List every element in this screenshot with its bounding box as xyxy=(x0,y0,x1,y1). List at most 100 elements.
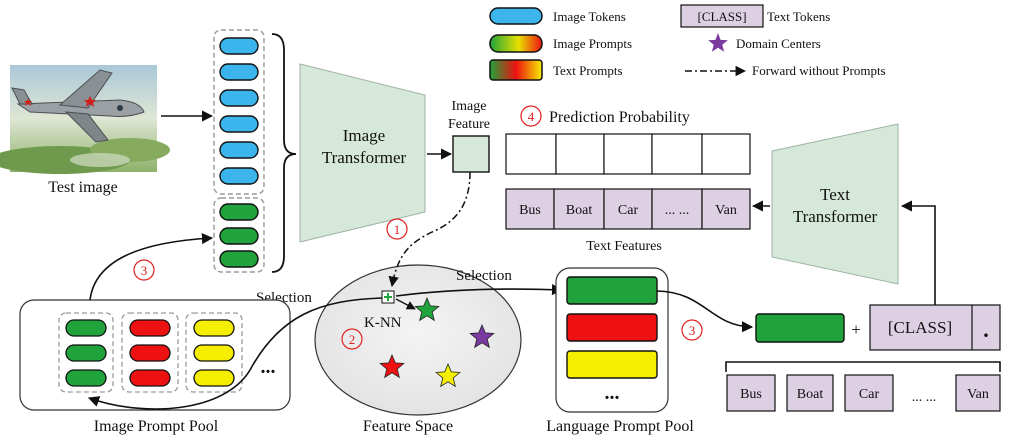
text-feature-cell xyxy=(505,188,555,230)
legend-image-prompt-swatch xyxy=(489,34,543,53)
class-token-dot: . xyxy=(983,317,989,342)
arrow-class-to-text-transformer xyxy=(900,200,936,305)
domain-center-star-icon xyxy=(708,33,728,52)
image-prompt-pool-label: Image Prompt Pool xyxy=(94,418,219,435)
text-feature-cell xyxy=(701,188,751,230)
legend-forward-label: Forward without Prompts xyxy=(752,63,886,78)
query-feature-icon xyxy=(381,290,395,304)
text-transformer-label-line1: Text xyxy=(820,185,850,204)
class-word-box xyxy=(955,374,1001,412)
class-word-bus: Bus xyxy=(740,387,762,402)
text-features-bar: Bus Boat Car ... ... Van xyxy=(505,188,751,230)
step-1-badge xyxy=(386,218,408,240)
prompt-token xyxy=(193,369,235,387)
legend-text-prompts-label: Text Prompts xyxy=(553,63,623,78)
prompt-token xyxy=(193,319,235,337)
feature-space-ellipse xyxy=(314,264,522,416)
arrow-language-prompt-to-concat xyxy=(656,290,754,333)
language-prompt-yellow xyxy=(566,350,658,379)
text-transformer-label-line2: Transformer xyxy=(793,207,878,226)
image-prompt-token xyxy=(219,203,259,221)
image-prompt-pool-ellipsis: ... xyxy=(261,356,276,378)
image-prompt-token xyxy=(219,227,259,245)
class-word-car: Car xyxy=(859,387,880,402)
probability-cell xyxy=(651,133,703,175)
dashdot-forward-path xyxy=(388,171,471,288)
input-token-stack xyxy=(213,29,265,273)
class-word-list: Bus Boat Car ... ... Van xyxy=(726,374,1001,412)
image-token-group xyxy=(213,29,265,195)
feature-space-label: Feature Space xyxy=(363,418,453,435)
step-3-number-left: 3 xyxy=(141,263,148,278)
image-token xyxy=(219,141,259,159)
language-prompt-pool-label: Language Prompt Pool xyxy=(546,418,694,435)
image-token xyxy=(219,63,259,81)
prompt-token xyxy=(129,344,171,362)
image-token xyxy=(219,115,259,133)
prediction-probability-bar xyxy=(505,133,751,175)
legend-domain-centers-label: Domain Centers xyxy=(736,36,821,51)
image-prompt-group-green xyxy=(58,312,114,393)
image-prompt-group-yellow xyxy=(185,312,243,393)
domain-center-star-icon xyxy=(379,353,405,379)
knn-arrow xyxy=(395,298,416,310)
image-prompt-token xyxy=(219,250,259,268)
legend-image-prompts-label: Image Prompts xyxy=(553,36,632,51)
step-4-badge xyxy=(520,105,542,127)
class-bracket xyxy=(725,361,1001,372)
probability-cell xyxy=(555,133,605,175)
selection-label-right: Selection xyxy=(456,268,512,284)
image-transformer-label-line1: Image xyxy=(343,126,385,145)
airplane-icon xyxy=(11,69,145,143)
prompt-token xyxy=(129,369,171,387)
image-token xyxy=(219,167,259,185)
prompt-token xyxy=(193,344,235,362)
class-word-box xyxy=(786,374,834,412)
step-3-number-right: 3 xyxy=(689,323,696,338)
step-4-number: 4 xyxy=(528,109,535,124)
prompt-token xyxy=(65,369,107,387)
text-feature-van: Van xyxy=(715,203,737,218)
image-transformer-label-line2: Transformer xyxy=(322,148,407,167)
image-feature-box xyxy=(452,135,490,173)
domain-center-star-icon xyxy=(414,296,440,322)
text-feature-boat: Boat xyxy=(566,203,593,218)
legend-image-token-swatch xyxy=(489,7,543,25)
class-token-label: [CLASS] xyxy=(888,318,952,337)
image-prompt-group-red xyxy=(121,312,179,393)
prompt-token xyxy=(129,319,171,337)
prompt-token xyxy=(65,319,107,337)
text-feature-ellipsis: ... ... xyxy=(665,203,690,218)
class-word-boat: Boat xyxy=(797,387,824,402)
test-image xyxy=(0,65,170,174)
step-2-badge xyxy=(341,328,363,350)
legend-class-token-box xyxy=(680,4,764,28)
legend: Image Tokens Image Prompts Text Prompts … xyxy=(489,4,886,81)
step-2-number: 2 xyxy=(349,332,356,347)
image-feature-label-line2: Feature xyxy=(448,117,490,132)
step-3-badge-left xyxy=(133,259,155,281)
prompt-token-group xyxy=(213,197,265,273)
legend-text-tokens-label: Text Tokens xyxy=(767,9,830,24)
probability-cell xyxy=(505,133,557,175)
image-transformer-block xyxy=(299,63,426,243)
knn-label: K-NN xyxy=(364,315,402,331)
token-brace xyxy=(271,33,297,273)
language-prompt-red xyxy=(566,313,658,342)
legend-class-token-label: [CLASS] xyxy=(697,9,746,24)
prompt-token xyxy=(65,344,107,362)
domain-center-star-icon xyxy=(435,362,461,388)
arrow-selection-to-language-pool xyxy=(395,284,564,297)
prediction-probability-label: Prediction Probability xyxy=(549,109,690,126)
plus-sign: + xyxy=(851,320,861,339)
image-feature-label-line1: Image xyxy=(452,99,487,114)
step-3-badge-right xyxy=(681,319,703,341)
legend-text-prompt-swatch xyxy=(489,59,543,81)
language-prompt-pool-ellipsis: ... xyxy=(605,382,620,404)
probability-cell xyxy=(603,133,653,175)
arrow-pool-to-prompts xyxy=(89,232,214,301)
image-token xyxy=(219,89,259,107)
text-feature-cell xyxy=(603,188,653,230)
text-feature-car: Car xyxy=(618,203,639,218)
